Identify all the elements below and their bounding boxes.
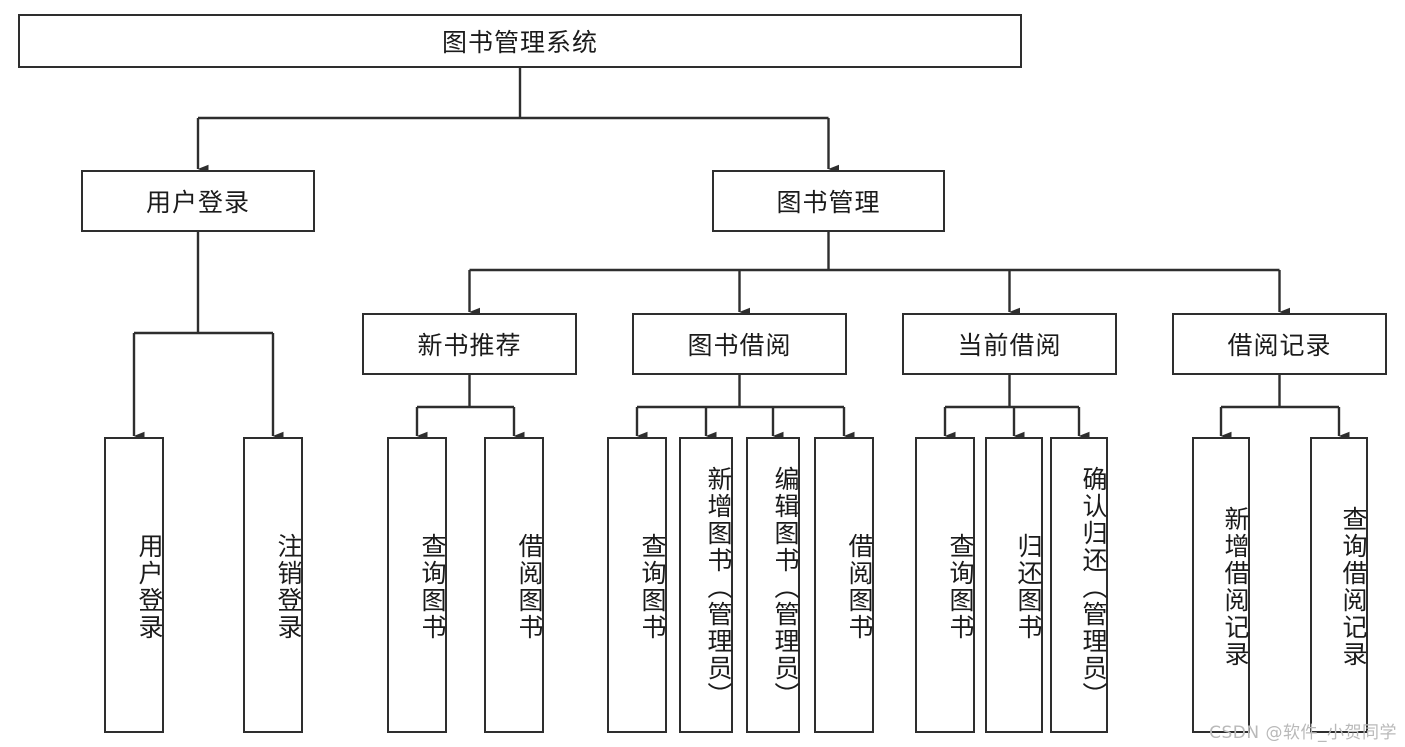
node-label: 注销登录 [274, 533, 303, 641]
node-label: 查询图书 [946, 533, 975, 641]
leaf-query-book-borrow[interactable]: 查询图书 [607, 437, 667, 733]
leaf-query-book-current[interactable]: 查询图书 [915, 437, 975, 733]
node-label: 确认归还（管理员） [1079, 465, 1108, 709]
watermark-text: CSDN @软件_小贺同学 [1209, 723, 1397, 743]
node-label: 当前借阅 [957, 331, 1062, 360]
leaf-confirm-return-admin[interactable]: 确认归还（管理员） [1050, 437, 1108, 733]
node-label: 用户登录 [135, 533, 164, 641]
node-label: 图书管理系统 [441, 28, 598, 57]
node-label: 借阅图书 [515, 533, 544, 641]
leaf-user-login[interactable]: 用户登录 [104, 437, 164, 733]
node-label: 查询借阅记录 [1339, 506, 1368, 668]
node-new-book-recommendation[interactable]: 新书推荐 [362, 313, 577, 375]
leaf-add-book-admin[interactable]: 新增图书（管理员） [679, 437, 733, 733]
node-label: 借阅记录 [1227, 331, 1332, 360]
node-label: 图书借阅 [687, 331, 792, 360]
node-label: 用户登录 [145, 188, 250, 217]
node-root[interactable]: 图书管理系统 [18, 14, 1022, 68]
leaf-query-book-recommendation[interactable]: 查询图书 [387, 437, 447, 733]
leaf-borrow-book-borrow[interactable]: 借阅图书 [814, 437, 874, 733]
leaf-add-borrow-record[interactable]: 新增借阅记录 [1192, 437, 1250, 733]
leaf-logout[interactable]: 注销登录 [243, 437, 303, 733]
leaf-query-borrow-record[interactable]: 查询借阅记录 [1310, 437, 1368, 733]
node-label: 编辑图书（管理员） [771, 465, 800, 709]
node-user-login[interactable]: 用户登录 [81, 170, 315, 232]
node-label: 归还图书 [1014, 533, 1043, 641]
node-label: 查询图书 [638, 533, 667, 641]
node-current-borrow[interactable]: 当前借阅 [902, 313, 1117, 375]
node-label: 查询图书 [418, 533, 447, 641]
node-label: 新书推荐 [417, 331, 522, 360]
leaf-borrow-book-recommendation[interactable]: 借阅图书 [484, 437, 544, 733]
node-book-management[interactable]: 图书管理 [712, 170, 945, 232]
node-borrow-record[interactable]: 借阅记录 [1172, 313, 1387, 375]
node-label: 借阅图书 [845, 533, 874, 641]
leaf-edit-book-admin[interactable]: 编辑图书（管理员） [746, 437, 800, 733]
leaf-return-book[interactable]: 归还图书 [985, 437, 1043, 733]
node-label: 新增图书（管理员） [704, 465, 733, 709]
node-label: 图书管理 [776, 188, 881, 217]
node-book-borrow[interactable]: 图书借阅 [632, 313, 847, 375]
node-label: 新增借阅记录 [1221, 506, 1250, 668]
